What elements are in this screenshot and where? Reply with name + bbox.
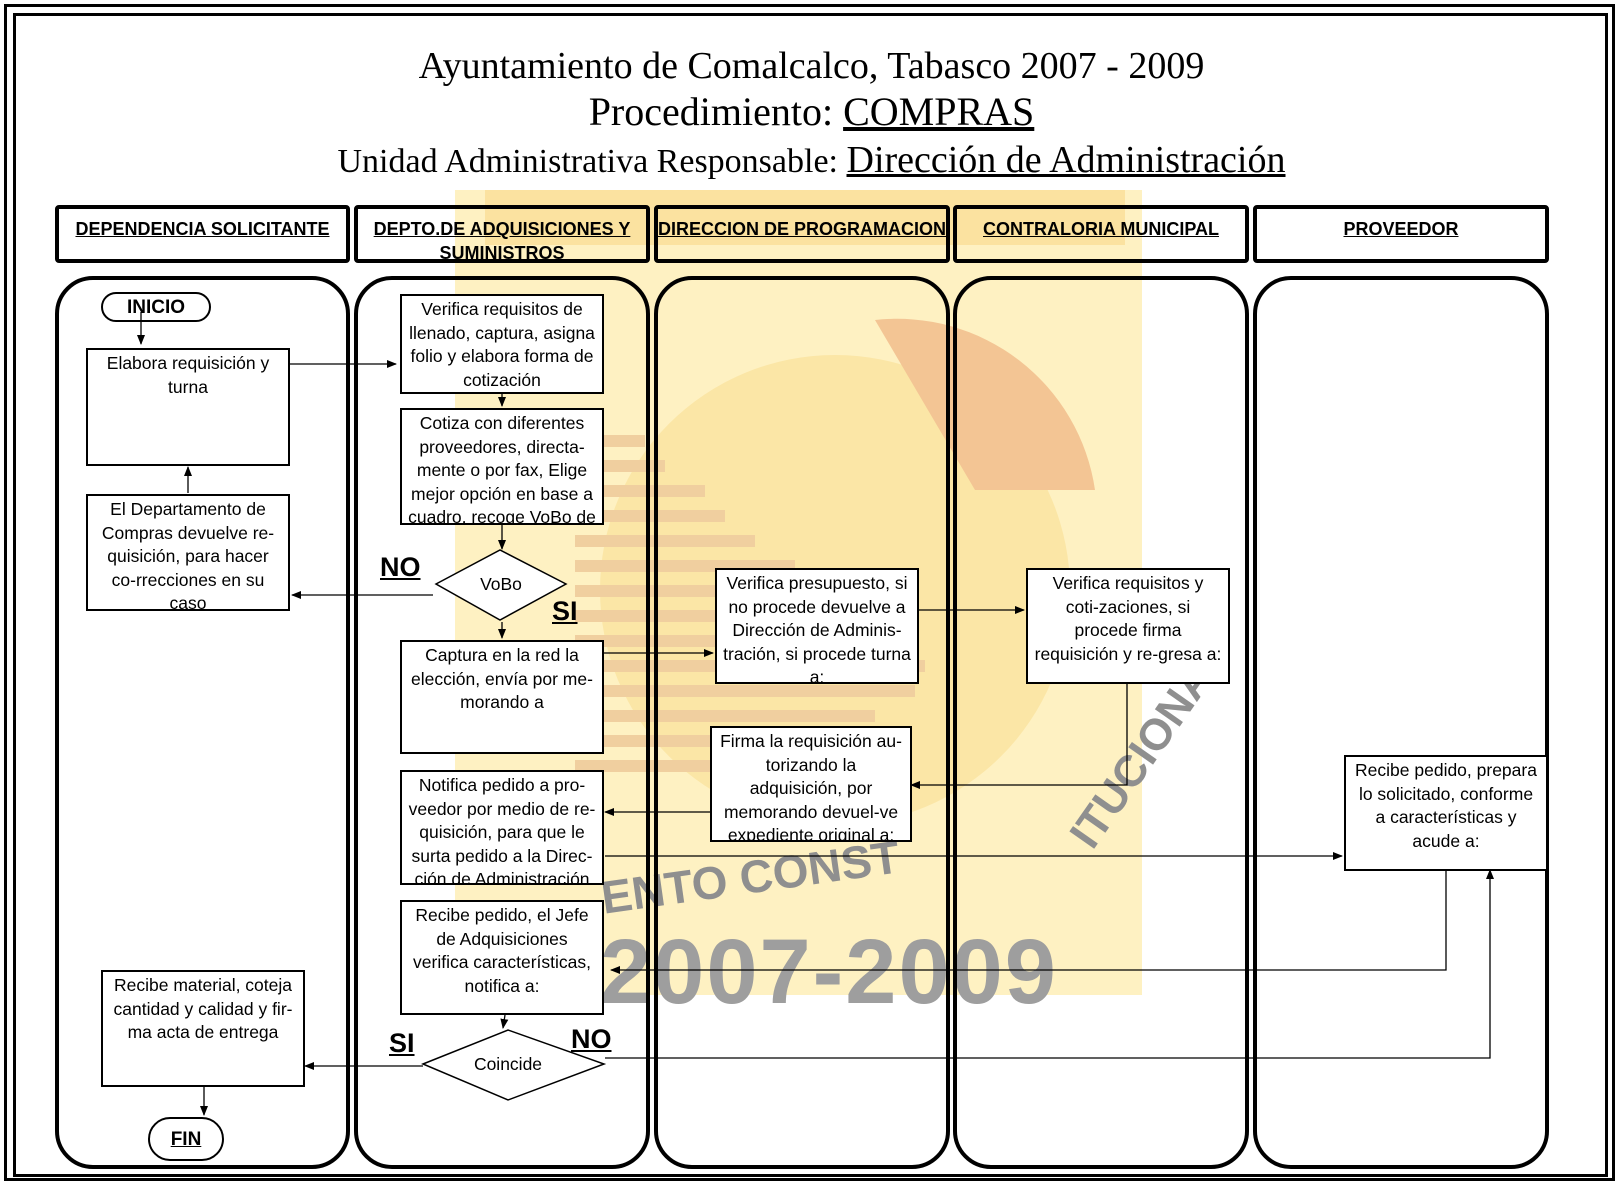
branch-label-si-coincide: SI <box>389 1028 415 1058</box>
branch-label-si-vobo: SI <box>552 596 578 626</box>
decision-coincide-shape <box>421 1029 607 1101</box>
watermark-year: 2007-2009 <box>600 921 1058 1023</box>
page-border-inner <box>13 13 1608 1177</box>
header-title: Ayuntamiento de Comalcalco, Tabasco 2007… <box>418 45 1205 87</box>
lane-programacion <box>654 276 950 1169</box>
step-elabora-requisicion: Elabora requisición y turna <box>86 348 290 466</box>
page-border-outer <box>4 4 1615 1181</box>
step-notifica-pedido: Notifica pedido a pro-veedor por medio d… <box>400 770 604 885</box>
lane-header-adquisiciones: DEPTO.DE ADQUISICIONES Y SUMINISTROS <box>354 205 650 263</box>
start-terminal: INICIO <box>101 292 211 322</box>
header-procedure: Procedimiento: COMPRAS <box>588 89 1035 134</box>
lane-header-dependencia: DEPENDENCIA SOLICITANTE <box>55 205 350 263</box>
procedure-name: COMPRAS <box>843 89 1035 134</box>
step-recibe-pedido-proveedor: Recibe pedido, prepara lo solicitado, co… <box>1344 755 1548 871</box>
decision-vobo: VoBo <box>480 574 522 594</box>
decision-vobo-shape <box>434 549 568 621</box>
step-recibe-pedido-jefe: Recibe pedido, el Jefe de Adquisiciones … <box>400 900 604 1015</box>
end-terminal: FIN <box>148 1117 224 1161</box>
lane-contraloria <box>953 276 1249 1169</box>
step-verifica-presupuesto: Verifica presupuesto, si no procede devu… <box>715 568 919 684</box>
lane-header-proveedor: PROVEEDOR <box>1253 205 1549 263</box>
unit-name: Dirección de Administración <box>846 139 1286 181</box>
branch-label-no-vobo: NO <box>380 552 421 582</box>
decision-coincide: Coincide <box>473 1054 543 1074</box>
lane-dependencia <box>55 276 350 1169</box>
step-verifica-cotizaciones: Verifica requisitos y coti-zaciones, si … <box>1026 568 1230 684</box>
step-devuelve-requisicion: El Departamento de Compras devuelve re-q… <box>86 494 290 611</box>
step-recibe-material: Recibe material, coteja cantidad y calid… <box>101 970 305 1087</box>
lane-header-programacion: DIRECCION DE PROGRAMACION <box>654 205 950 263</box>
step-verifica-requisitos: Verifica requisitos de llenado, captura,… <box>400 294 604 394</box>
step-firma-requisicion: Firma la requisición au-torizando la adq… <box>710 726 912 842</box>
branch-label-no-coincide: NO <box>571 1024 612 1054</box>
lane-adquisiciones <box>354 276 650 1169</box>
step-captura: Captura en la red la elección, envía por… <box>400 640 604 754</box>
lane-header-contraloria: CONTRALORIA MUNICIPAL <box>953 205 1249 263</box>
lane-proveedor <box>1253 276 1549 1169</box>
step-cotiza: Cotiza con diferentes proveedores, direc… <box>400 408 604 525</box>
header-unit: Unidad Administrativa Responsable: Direc… <box>337 139 1286 181</box>
